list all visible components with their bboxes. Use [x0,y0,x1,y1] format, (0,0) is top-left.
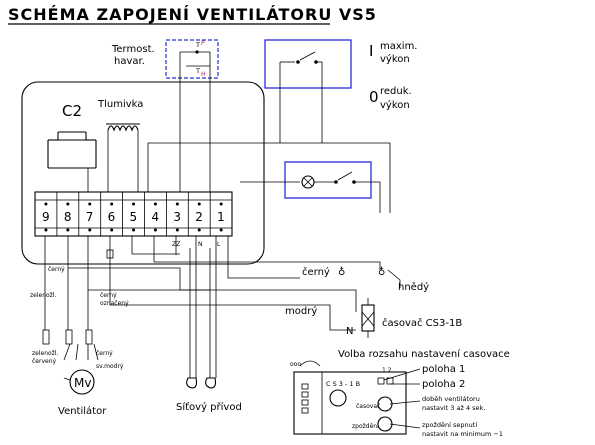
terminal-screw-bottom [132,228,136,232]
timer-device [361,298,375,338]
n-label: N [198,241,203,248]
black-wire-label: černý [302,266,330,278]
terminal-screw-top [219,202,223,206]
fan-wire-marked: označený [100,300,129,307]
range-title: Volba rozsahu nastavení casovace [338,348,510,360]
terminal-number-4: 4 [151,210,159,224]
fan-wire-yellowgreen: zelenožl. [30,292,56,299]
max-label-1: maxim. [380,41,418,52]
t-bottom: T [195,67,200,75]
diagram-title: SCHÉMA ZAPOJENÍ VENTILÁTORU VS5 [8,5,377,24]
delay-label-2: nastavit na minimum −1 [422,430,503,438]
lamp-switch [240,171,381,213]
lower-wires [44,236,381,378]
fan-wire-black: černý [48,266,65,273]
thermostat-switch [179,50,211,86]
terminal-screw-top [110,202,114,206]
brown-wire-label: hnědý [398,281,429,293]
choke-label: Tlumivka [97,99,143,110]
l-label: L [217,241,221,248]
terminal-number-3: 3 [173,210,181,224]
max-label-2: výkon [380,53,410,65]
fan-wire-black-2: černý [100,292,117,299]
enclosure [21,81,265,265]
t-sub: H [201,71,206,78]
terminal-block [34,191,233,237]
max-indicator: I [369,42,373,60]
thermostat-box [165,39,219,79]
terminal-number-7: 7 [86,210,94,224]
terminal-number-2: 2 [195,210,203,224]
thermostat-label: Termost. [111,44,155,55]
motor-wire-lightblue: sv.modrý [96,363,124,370]
callout-lines [383,368,421,429]
power-switch [279,51,323,143]
terminal-screw-bottom [219,228,223,232]
power-switch-box [264,39,352,89]
power-label: Síťový přívod [176,401,242,413]
motor-symbol [69,369,95,395]
power-plug [186,377,217,389]
red-label-1: reduk. [380,86,412,97]
red-label-2: výkon [380,99,410,111]
motor-label: Mv [74,376,91,390]
capacitor [47,131,97,169]
terminal-number-1: 1 [217,210,225,224]
motor-connectors [42,329,99,361]
brown-wire [387,269,401,288]
motor-wire-yellowgreen: zelenožl. [32,350,58,357]
module-name: C S 3 - 1 B [326,380,360,388]
terminal-screw-top [88,202,92,206]
timer-module [293,360,407,435]
terminal-number-8: 8 [64,210,72,224]
terminal-screw-top [132,202,136,206]
motor-wire-black: černý [96,350,113,357]
terminal-number-5: 5 [130,210,138,224]
black-symbol: ♁ [338,266,345,278]
run-on-label-1: doběh ventilátoru [422,395,480,403]
position-marks: 1 2 [382,367,392,374]
red-indicator: 0 [369,88,379,106]
terminal-screw-bottom [66,228,70,232]
fan-label: Ventilátor [58,405,107,417]
t-top: T [195,41,200,49]
brown-symbol: ♁ [378,266,385,278]
position-2-label: poloha 2 [422,379,465,390]
terminal-screw-bottom [153,228,157,232]
position-1-label: poloha 1 [422,364,465,375]
wire-top-bus [148,142,391,213]
timer-label: časovač CS3-1B [382,317,462,329]
motor-wire-red: červený [32,358,57,365]
terminal-screw-top [175,202,179,206]
terminal-number-6: 6 [108,210,116,224]
module-dots: ooo [290,361,301,368]
terminal-screw-bottom [197,228,201,232]
delay-label-1: zpoždění sepnutí [422,421,477,429]
t-sup: P [201,40,205,47]
capacitor-label: C2 [62,102,82,120]
run-on-label-2: nastavit 3 až 4 sek. [422,404,485,412]
module-timer: časovač [356,403,380,410]
terminal-screw-top [153,202,157,206]
choke-coil [106,123,140,192]
blue-wire-label: modrý [285,305,317,317]
terminal-screw-bottom [88,228,92,232]
lamp-switch-box [284,161,372,199]
terminal-screw-top [66,202,70,206]
terminal-screw-top [44,202,48,206]
terminal-screw-bottom [44,228,48,232]
terminal-screw-bottom [110,228,114,232]
thermostat-label-2: havar. [114,56,145,67]
terminal-screw-top [197,202,201,206]
terminal-number-9: 9 [42,210,50,224]
module-delay: zpoždění [352,423,379,430]
n-timer-label: N [346,326,353,337]
terminal-screw-bottom [175,228,179,232]
